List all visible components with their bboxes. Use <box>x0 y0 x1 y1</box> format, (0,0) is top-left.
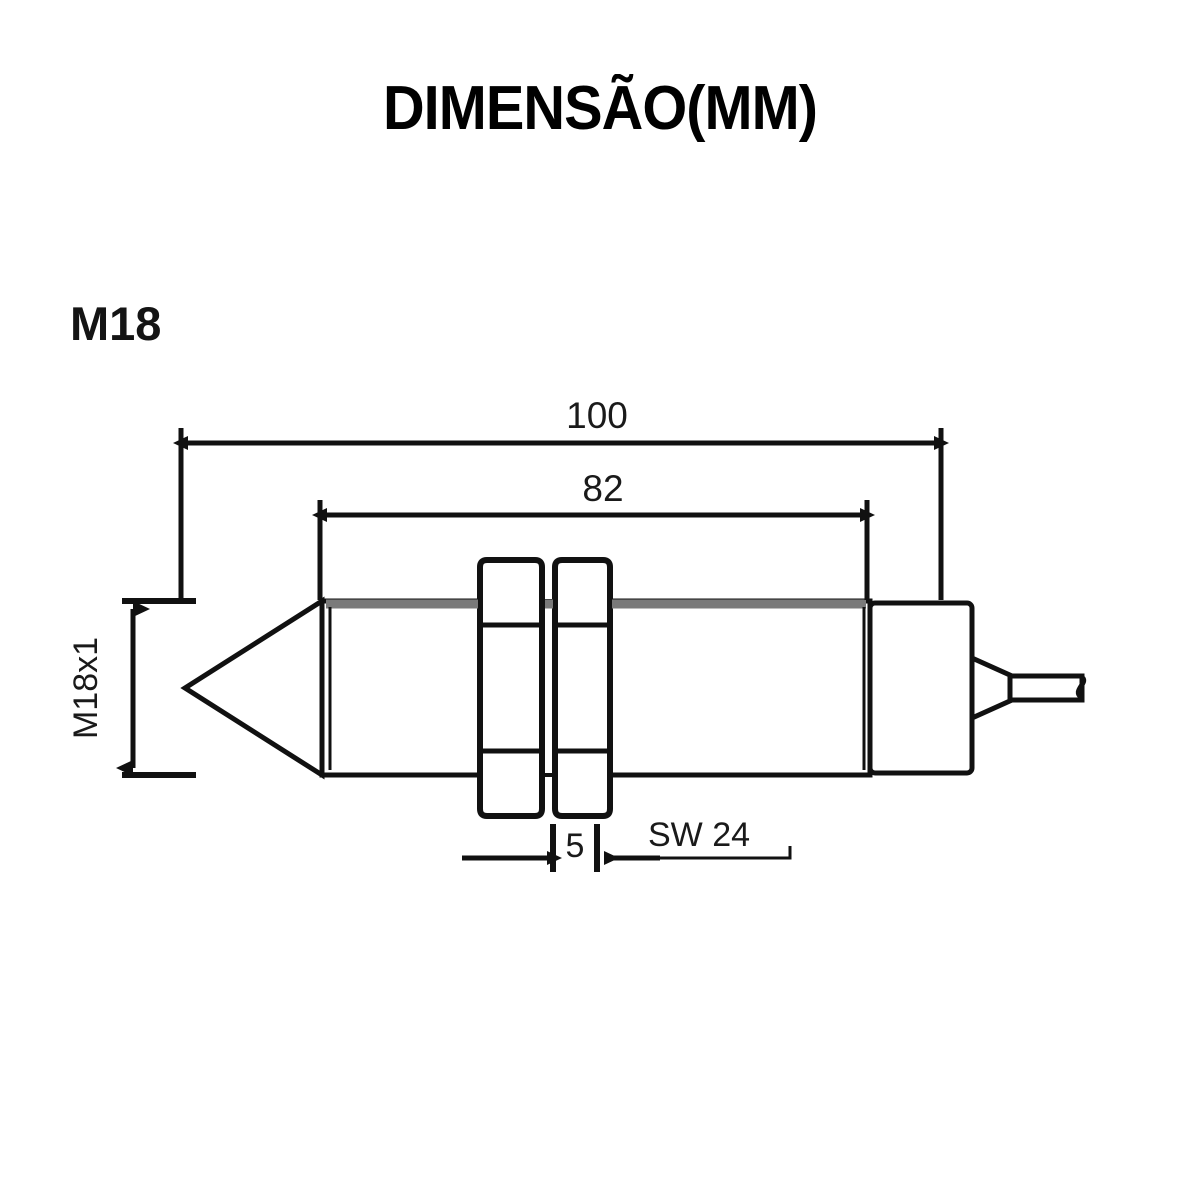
threaded-barrel-rear <box>602 598 873 778</box>
series-label-m18: M18 <box>70 297 162 350</box>
dimension-nut-thickness: 5 <box>462 824 660 872</box>
dimension-thread-size: M18x1 <box>67 598 196 778</box>
cable-stub <box>1007 673 1085 703</box>
rear-housing <box>867 600 975 776</box>
dimension-overall-length: 100 <box>173 395 949 600</box>
sensor-tip-cone <box>180 596 325 780</box>
dim-label-nut-thickness: 5 <box>566 827 585 865</box>
leader-line-wrench <box>604 846 792 860</box>
dim-label-overall-length: 100 <box>566 395 628 436</box>
threaded-barrel-front <box>319 598 485 778</box>
dim-label-thread-size: M18x1 <box>67 637 105 739</box>
cable-strain-relief <box>969 654 1015 722</box>
dim-label-body-mask <box>567 468 639 510</box>
dimension-wrench-size: SW 24 <box>604 816 792 860</box>
sensor-body-group <box>180 557 1087 819</box>
dim-label-body-length: 82 <box>582 468 623 509</box>
hex-nut-rear-outline <box>552 557 613 819</box>
hex-nut-front-outline <box>477 557 545 819</box>
cable-break-symbol <box>1075 673 1087 701</box>
dimension-body-length: 82 <box>312 468 875 600</box>
dim-label-overall-mask <box>545 395 650 437</box>
dim-label-wrench-size: SW 24 <box>648 816 750 854</box>
hex-nut-rear <box>552 557 613 819</box>
hex-nut-front <box>477 557 545 819</box>
page-title: DIMENSÃO(MM) <box>382 74 818 143</box>
